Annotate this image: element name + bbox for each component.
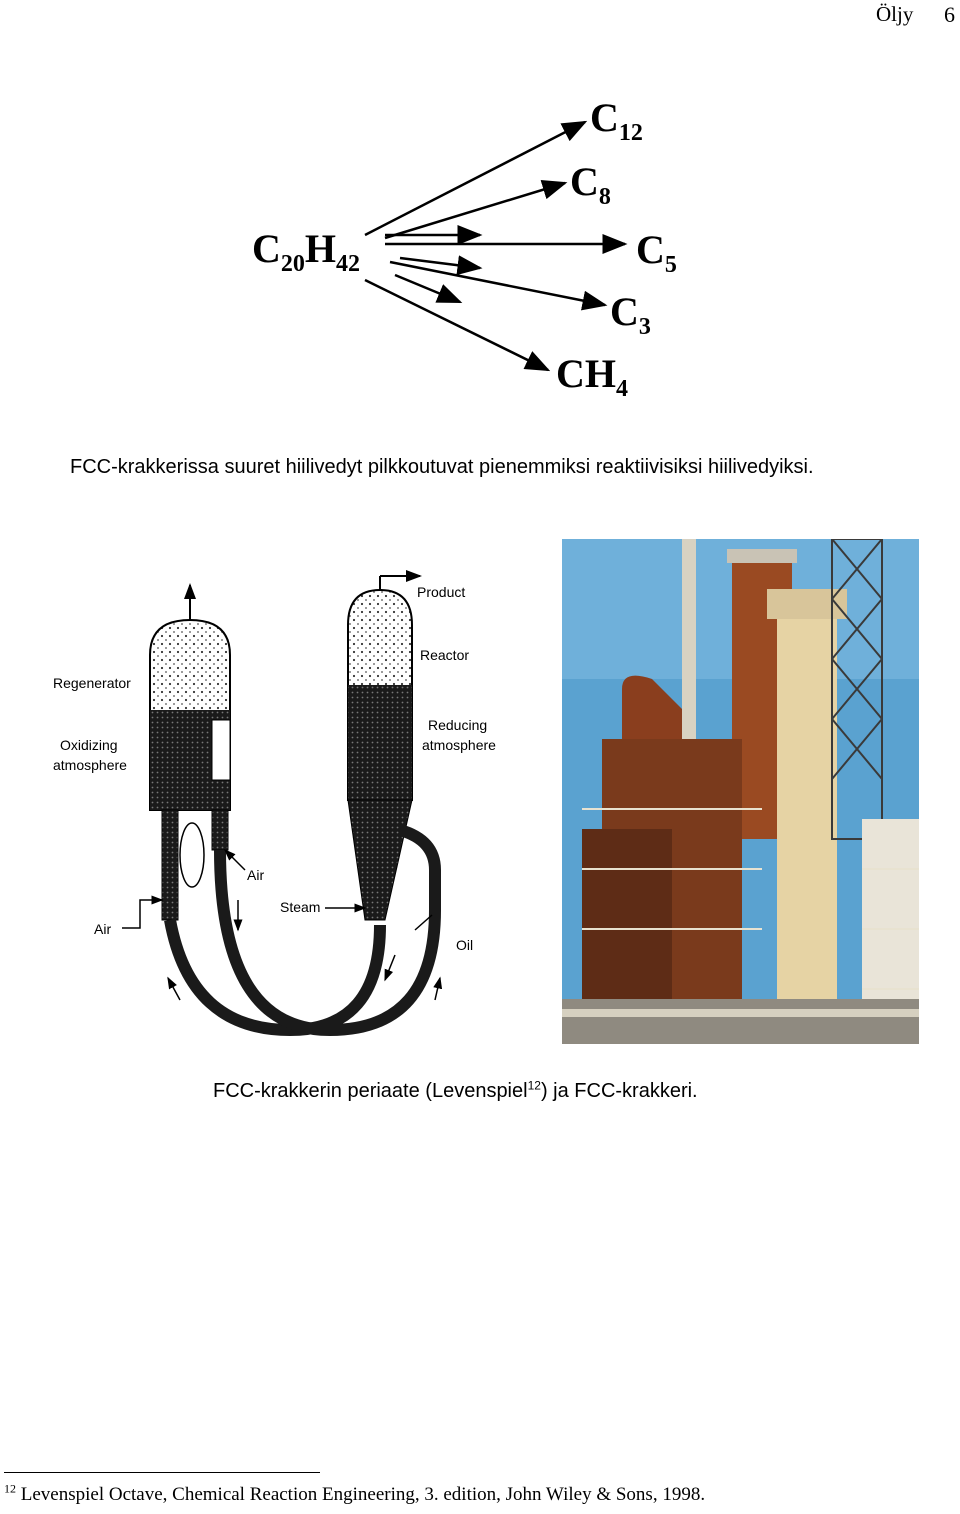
product-c3: C3 bbox=[610, 289, 651, 340]
footnote-reference[interactable]: 12 bbox=[527, 1078, 541, 1093]
footnote: 12 Levenspiel Octave, Chemical Reaction … bbox=[4, 1481, 706, 1506]
label-oil: Oil bbox=[456, 937, 473, 953]
label-reactor: Reactor bbox=[420, 647, 469, 663]
reaction-caption: FCC-krakkerissa suuret hiilivedyt pilkko… bbox=[70, 456, 814, 478]
arrow-short-2 bbox=[399, 255, 483, 276]
label-regenerator: Regenerator bbox=[53, 675, 131, 691]
label-product: Product bbox=[417, 584, 465, 600]
reactor-vessel bbox=[347, 570, 422, 921]
reactant-formula: C20H42 bbox=[252, 226, 361, 277]
arrow-to-c8 bbox=[384, 180, 568, 240]
product-c12: C12 bbox=[590, 95, 643, 146]
reaction-arrows bbox=[364, 120, 628, 372]
footnote-number: 12 bbox=[4, 1481, 16, 1496]
label-steam: Steam bbox=[280, 899, 320, 915]
regenerator-vessel bbox=[149, 583, 231, 811]
product-ch4: CH4 bbox=[556, 351, 628, 402]
label-reducing-2: atmosphere bbox=[422, 737, 496, 753]
product-c5: C5 bbox=[636, 227, 677, 278]
label-oxidizing-2: atmosphere bbox=[53, 757, 127, 773]
product-c8: C8 bbox=[570, 159, 611, 210]
page-number: 6 bbox=[944, 2, 955, 27]
label-oxidizing-1: Oxidizing bbox=[60, 737, 118, 753]
arrow-to-c3 bbox=[389, 260, 608, 311]
footnote-rule bbox=[4, 1472, 320, 1473]
fcc-unit-photo bbox=[562, 539, 919, 1044]
footnote-text: Levenspiel Octave, Chemical Reaction Eng… bbox=[16, 1484, 706, 1505]
arrow-to-c12 bbox=[364, 120, 588, 237]
label-air-right: Air bbox=[247, 867, 264, 883]
label-air-left: Air bbox=[94, 921, 111, 937]
label-reducing-1: Reducing bbox=[428, 717, 487, 733]
arrow-to-ch4 bbox=[364, 278, 551, 372]
fcc-caption: FCC-krakkerin periaate (Levenspiel12) ja… bbox=[213, 1078, 698, 1102]
fcc-schematic: Product Reactor Regenerator Oxidizing at… bbox=[53, 570, 496, 1037]
header-title: Öljy bbox=[876, 2, 914, 26]
arrow-short-3 bbox=[394, 273, 463, 304]
